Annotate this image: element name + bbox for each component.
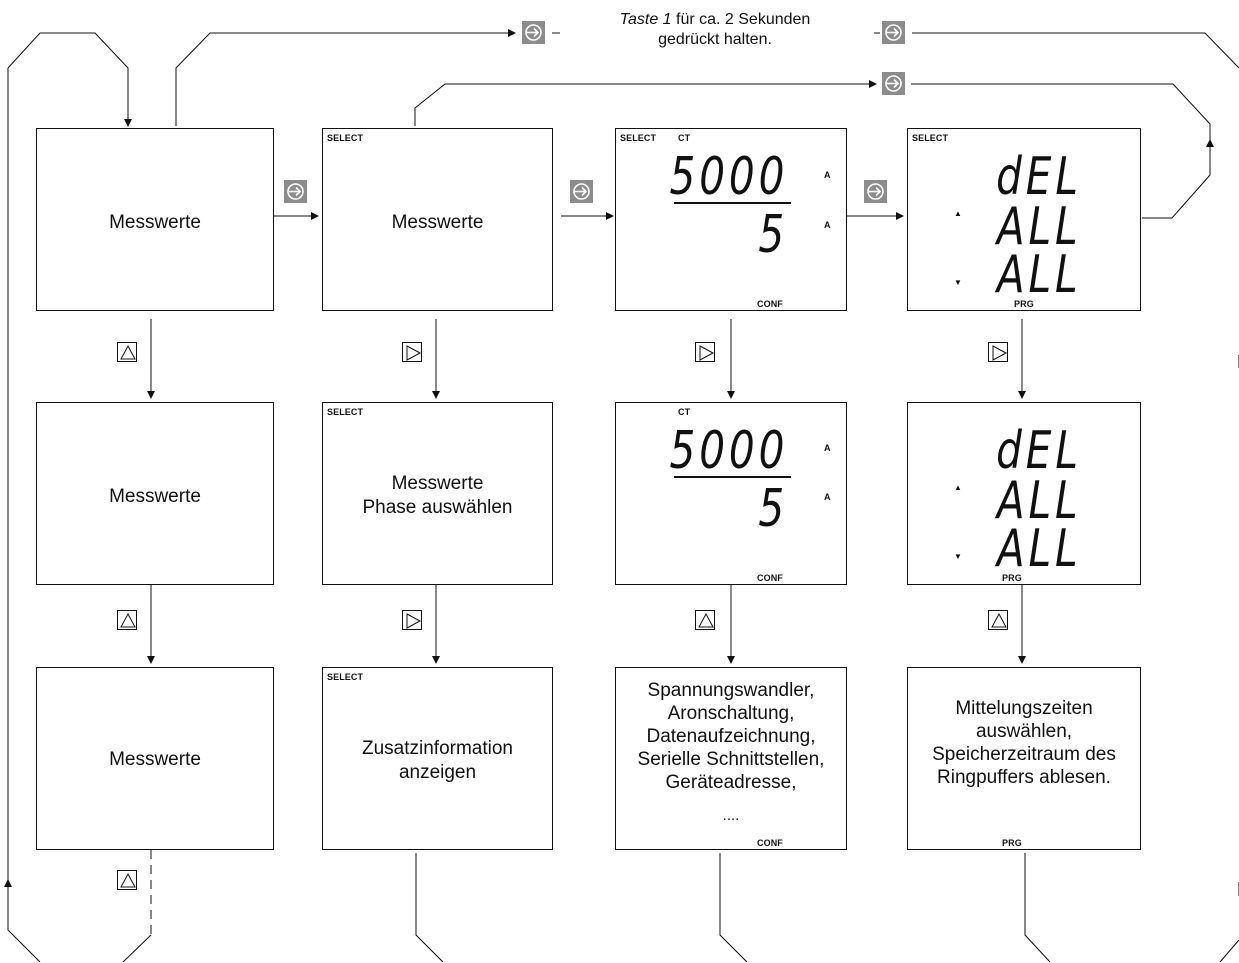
ct-primary-value: 5000 [669, 421, 788, 481]
right-triangle-key-icon [695, 342, 715, 362]
box-text-line1: Messwerte [391, 473, 484, 494]
config-line: Spannungswandler, [647, 680, 815, 701]
note-line2: gedrückt halten. [658, 31, 772, 48]
up-triangle-key-icon [117, 610, 137, 630]
box-text-line2: anzeigen [398, 762, 477, 783]
display-box-select-measurements: SELECT Messwerte [322, 128, 553, 311]
enter-key-icon [882, 21, 905, 44]
unit-label: A [824, 170, 831, 180]
ct-label: CT [678, 407, 691, 417]
display-box-additional-info: SELECT Zusatzinformation anzeigen [322, 667, 553, 850]
display-box-measurements: Messwerte [36, 667, 274, 850]
right-loop-up [1142, 139, 1214, 219]
up-triangle-key-icon [988, 610, 1008, 630]
enter-key-icon [570, 180, 593, 203]
display-box-config-list: Spannungswandler, Aronschaltung, Datenau… [615, 667, 847, 850]
enter-key-icon [522, 21, 545, 44]
key-name: Taste 1 [619, 11, 672, 28]
seg-line: ALL [997, 197, 1082, 257]
down-indicator-icon: ▼ [954, 552, 962, 561]
select-label: SELECT [327, 407, 364, 417]
box-text: Messwerte [391, 212, 484, 233]
top-instruction-note: Taste 1 für ca. 2 Sekunden gedrückt halt… [560, 10, 870, 50]
seg-line: ALL [997, 519, 1082, 579]
seg-line: dEL [996, 147, 1082, 207]
config-line: Serielle Schnittstellen, [637, 749, 825, 770]
second-return-right [911, 83, 1211, 140]
enter-key-icon [284, 180, 307, 203]
display-box-measurements: Messwerte [36, 402, 274, 585]
select-label: SELECT [327, 672, 364, 682]
prg-label: PRG [1014, 299, 1034, 309]
ct-secondary-value: 5 [758, 205, 788, 265]
ct-label: CT [678, 133, 691, 143]
enter-key-icon [864, 180, 887, 203]
note-line1: für ca. 2 Sekunden [671, 11, 811, 28]
display-box-ct-select: SELECT CT 5000 5 A A CONF [615, 128, 847, 311]
box-text: Messwerte [109, 486, 201, 507]
averaging-line: Ringpuffers ablesen. [937, 767, 1111, 788]
box-text: Messwerte [109, 212, 201, 233]
ct-primary-value: 5000 [669, 147, 788, 207]
prg-label: PRG [1002, 573, 1022, 583]
up-triangle-key-icon [117, 870, 137, 890]
select-label: SELECT [620, 133, 657, 143]
top-return-into-box [175, 29, 516, 126]
display-box-delete-all: dEL ALL ALL ▲ ▼ PRG [907, 402, 1141, 585]
enter-key-icon [882, 72, 905, 95]
conf-label: CONF [757, 838, 783, 848]
edge-fragment [1219, 939, 1239, 963]
select-label: SELECT [327, 133, 364, 143]
unit-label: A [824, 443, 831, 453]
config-line: Aronschaltung, [667, 703, 795, 724]
select-label: SELECT [912, 133, 949, 143]
up-triangle-key-icon [117, 342, 137, 362]
right-triangle-key-icon [402, 342, 422, 362]
conf-label: CONF [757, 299, 783, 309]
display-box-select-phase: SELECT Messwerte Phase auswählen [322, 402, 553, 585]
unit-label: A [824, 220, 831, 230]
second-return-into-box [414, 80, 877, 126]
unit-label: A [824, 492, 831, 502]
display-box-measurements: Messwerte [36, 128, 274, 311]
box-text: Messwerte [109, 749, 201, 770]
up-indicator-icon: ▲ [954, 209, 962, 218]
right-triangle-key-icon [402, 610, 422, 630]
top-right-line [912, 32, 1239, 69]
seg-line: ALL [997, 471, 1082, 531]
right-triangle-key-icon [988, 342, 1008, 362]
config-line: Datenaufzeichnung, [646, 726, 816, 747]
prg-label: PRG [1002, 838, 1022, 848]
ct-secondary-value: 5 [758, 479, 788, 539]
config-line: Geräteadresse, [665, 772, 797, 793]
display-box-averaging-times: Mittelungszeiten auswählen, Speicherzeit… [907, 667, 1141, 850]
down-indicator-icon: ▼ [954, 278, 962, 287]
display-box-delete-all-select: SELECT dEL ALL ALL ▲ ▼ PRG [907, 128, 1141, 311]
left-loop-into-box [7, 32, 132, 127]
averaging-line: Speicherzeitraum des [932, 744, 1116, 765]
up-indicator-icon: ▲ [954, 483, 962, 492]
up-triangle-key-icon [695, 610, 715, 630]
conf-label: CONF [757, 573, 783, 583]
display-box-ct: CT 5000 5 A A CONF [615, 402, 847, 585]
seg-line: ALL [997, 245, 1082, 305]
averaging-line: auswählen, [975, 721, 1073, 742]
fraction-bar [674, 202, 791, 204]
seg-line: dEL [996, 421, 1082, 481]
box-text-line1: Zusatzinformation [361, 738, 513, 759]
averaging-line: Mittelungszeiten [955, 698, 1093, 719]
box-text-line2: Phase auswählen [362, 497, 513, 518]
left-loop-up [4, 879, 41, 963]
config-line: .... [722, 807, 740, 824]
fraction-bar [674, 476, 791, 478]
